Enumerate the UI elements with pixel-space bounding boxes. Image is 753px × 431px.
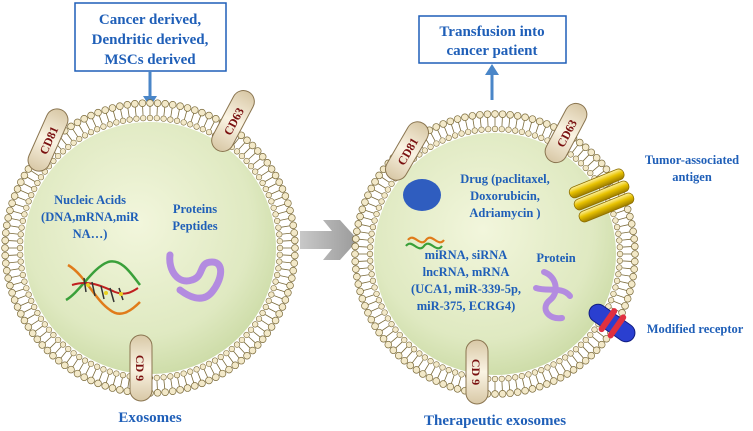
rna-strand-icon	[405, 236, 445, 250]
source-line-2: Dendritic derived,	[92, 32, 209, 48]
therapeutic-exosomes-caption: Therapeutic exosomes	[424, 413, 566, 429]
cd81-marker-left: CD81	[27, 108, 69, 172]
peptides-label: Peptides	[172, 219, 217, 233]
chevron-right-arrow-icon	[300, 220, 358, 260]
exosomes-caption: Exosomes	[118, 410, 181, 426]
receptor-icon	[588, 303, 636, 343]
antigen-label-line-2: antigen	[672, 170, 712, 184]
rna-line-4: miR-375, ECRG4)	[417, 299, 516, 313]
proteins-label: Proteins	[173, 202, 217, 216]
gold-cylinder-antigen-icon	[568, 168, 635, 223]
cd63-marker-right: CD63	[544, 102, 588, 164]
rna-line-1: miRNA, siRNA	[425, 248, 508, 262]
dna-helix-icon	[65, 260, 141, 315]
protein-ribbon-icon	[166, 251, 225, 302]
source-box: Cancer derived, Dendritic derived, MSCs …	[74, 2, 227, 72]
antigen-label-line-1: Tumor-associated	[645, 153, 739, 167]
cd9-marker-left: CD 9	[129, 334, 153, 402]
transfusion-box: Transfusion into cancer patient	[418, 15, 567, 64]
drug-line-2: Doxorubicin,	[470, 189, 540, 203]
source-line-3: MSCs derived	[104, 52, 196, 68]
protein-ribbon-icon-right	[533, 269, 573, 322]
nucleic-acids-line-1: Nucleic Acids	[54, 193, 126, 207]
transfusion-line-1: Transfusion into	[439, 24, 544, 40]
transfusion-line-2: cancer patient	[447, 43, 538, 59]
drug-blob	[403, 179, 441, 211]
nucleic-acids-line-3: NA…)	[73, 227, 108, 241]
drug-line-3: Adriamycin )	[469, 206, 540, 220]
cd9-marker-right: CD 9	[465, 339, 489, 405]
receptor-label: Modified receptor	[647, 322, 744, 336]
cd9-label-right: CD 9	[469, 359, 483, 385]
cd9-label-left: CD 9	[133, 355, 147, 381]
protein-label-right: Protein	[536, 251, 575, 265]
exosome-lumen-left	[24, 122, 276, 374]
source-line-1: Cancer derived,	[99, 12, 201, 28]
drug-line-1: Drug (paclitaxel,	[460, 172, 550, 186]
rna-line-2: lncRNA, mRNA	[423, 265, 510, 279]
up-arrow-icon	[485, 64, 499, 100]
rna-line-3: (UCA1, miR-339-5p,	[411, 282, 521, 296]
lipid-bilayer-left	[1, 99, 299, 397]
nucleic-acids-line-2: (DNA,mRNA,miR	[41, 210, 140, 224]
cd63-marker-left: CD63	[211, 90, 255, 152]
